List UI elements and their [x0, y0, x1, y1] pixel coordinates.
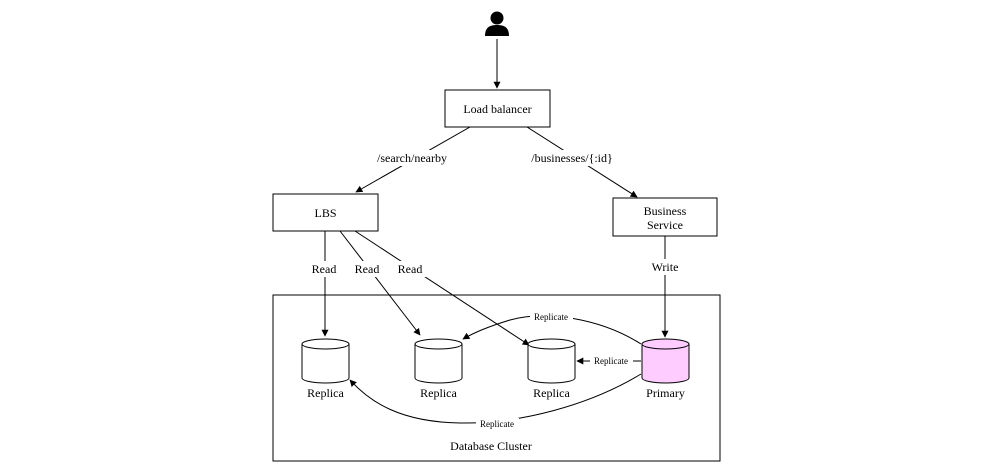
edge-label-read-1: Read: [312, 262, 337, 276]
edge-label-businesses-id: /businesses/{:id}: [531, 151, 613, 165]
write-label-bg: [647, 259, 683, 275]
database-replica-3[interactable]: Replica: [527, 338, 576, 400]
read-1-label-bg: [309, 261, 341, 277]
business-service-label-line2: Service: [647, 218, 683, 232]
replicate-mid-label-bg: [590, 355, 633, 367]
replica-label: Replica: [533, 386, 570, 400]
cylinder-top: [527, 338, 576, 350]
replica-label: Replica: [420, 386, 457, 400]
cylinder-body: [414, 344, 463, 384]
edge-label-write: Write: [652, 260, 679, 274]
edge-label-replicate-bottom: Replicate: [480, 419, 514, 429]
database-cluster-label: Database Cluster: [450, 439, 532, 453]
read-3-label-bg: [394, 261, 426, 277]
cylinder-top: [414, 338, 463, 350]
replicate-bottom-label-bg: [476, 418, 519, 430]
edge-label-replicate-mid: Replicate: [594, 356, 628, 366]
replicate-top-label-bg: [530, 311, 573, 323]
load-balancer-box: [444, 89, 551, 128]
cylinder-top: [301, 338, 350, 350]
edge-label-read-2: Read: [355, 262, 380, 276]
edge-label-search-nearby: /search/nearby: [377, 151, 447, 165]
user-icon: [485, 11, 509, 36]
edge-read-2: [339, 230, 421, 336]
lbs-label: LBS: [314, 206, 336, 220]
read-2-label-bg: [351, 261, 383, 277]
cylinder-top: [641, 338, 690, 350]
load-balancer-node[interactable]: Load balancer: [444, 89, 551, 128]
business-service-node[interactable]: Business Service: [612, 197, 718, 237]
cylinder-body: [641, 344, 690, 384]
edge-label-read-3: Read: [398, 262, 423, 276]
search-nearby-label-bg: [372, 150, 452, 166]
cylinder-body: [301, 344, 350, 384]
database-primary[interactable]: Primary: [641, 338, 690, 400]
edge-replicate-bottom: [349, 373, 642, 424]
edge-read-3: [354, 230, 530, 346]
business-service-label-line1: Business: [644, 204, 687, 218]
business-service-box: [612, 197, 718, 237]
database-replica-2[interactable]: Replica: [414, 338, 463, 400]
edge-replicate-top: [462, 315, 642, 345]
lbs-node[interactable]: LBS: [272, 193, 379, 232]
load-balancer-label: Load balancer: [463, 102, 531, 116]
cylinder-body: [527, 344, 576, 384]
edge-label-replicate-top: Replicate: [534, 312, 568, 322]
database-replica-1[interactable]: Replica: [301, 338, 350, 400]
businesses-id-label-bg: [528, 150, 616, 166]
replica-label: Replica: [307, 386, 344, 400]
primary-label: Primary: [646, 386, 685, 400]
lbs-box: [272, 193, 379, 232]
